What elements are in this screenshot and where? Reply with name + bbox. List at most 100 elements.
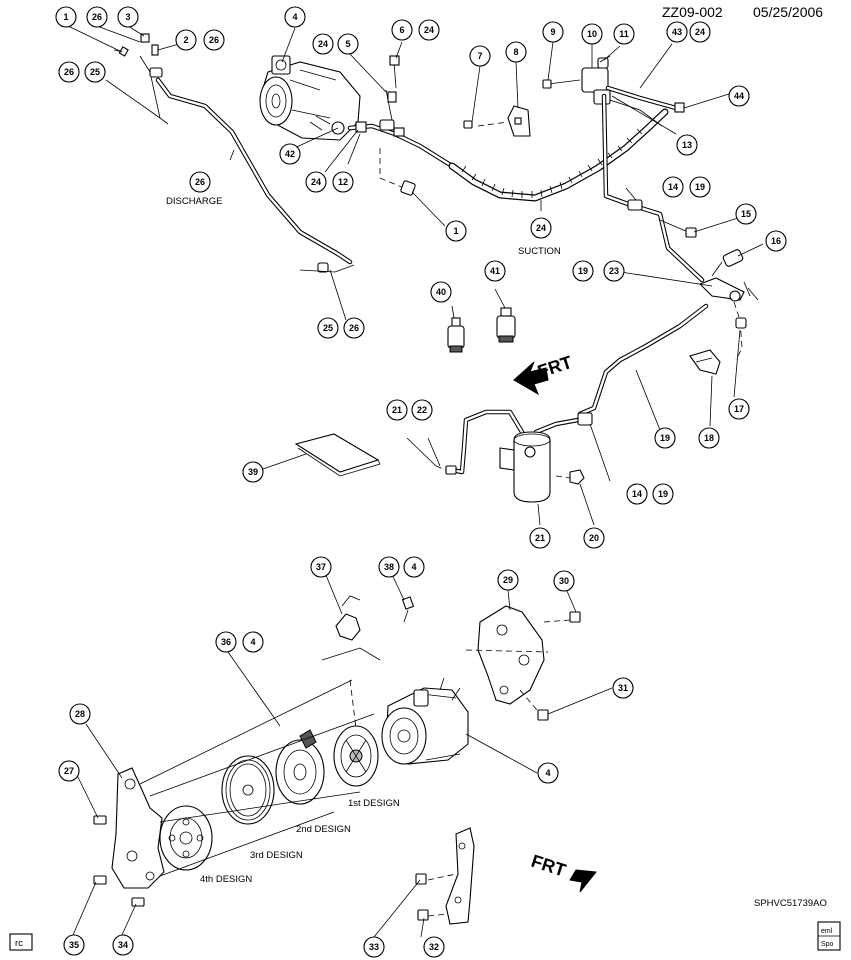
svg-text:5: 5 [345,39,350,49]
svg-text:4: 4 [411,562,416,572]
callout: 25 [84,61,106,83]
suction-hose [347,55,669,202]
svg-text:21: 21 [535,533,545,543]
callout: 19 [654,427,676,449]
svg-text:24: 24 [424,25,434,35]
callout: 4 [537,762,559,784]
design-2-caption: 2nd DESIGN [296,824,351,835]
callout: 13 [676,134,698,156]
callout: 1 [55,6,77,28]
callout: 1 [445,220,467,242]
svg-text:14: 14 [668,182,678,192]
svg-text:1: 1 [63,12,68,22]
svg-text:25: 25 [323,323,333,333]
callout: 42 [279,143,301,165]
svg-text:22: 22 [417,405,427,415]
callout: 31 [612,677,634,699]
callout: 19 [572,260,594,282]
svg-text:27: 27 [64,766,74,776]
insulation-pad [294,433,381,477]
callout: 2 [175,29,197,51]
callout: 15 [735,203,757,225]
frt-label-upper: FRT [535,352,574,382]
callout: 26 [58,61,80,83]
callout: 16 [765,230,787,252]
svg-text:24: 24 [311,177,321,187]
lower-assembly: FRT [93,595,597,925]
svg-text:16: 16 [771,236,781,246]
svg-text:15: 15 [741,209,751,219]
svg-text:rc: rc [15,938,23,949]
callout: 22 [411,399,433,421]
figure-id: SPHVC51739AO [754,898,827,909]
svg-text:44: 44 [734,91,744,101]
callout: 24 [305,171,327,193]
pressure-switches [447,307,516,353]
design-3-caption: 3rd DESIGN [250,850,303,861]
callout: 43 [666,21,688,43]
svg-text:39: 39 [248,467,258,477]
svg-text:26: 26 [209,35,219,45]
svg-text:26: 26 [349,323,359,333]
callout: 41 [484,260,506,282]
callout: 12 [332,171,354,193]
corner-logo-right: eml Spo [817,921,841,951]
callout: 18 [698,427,720,449]
svg-text:30: 30 [559,576,569,586]
svg-text:9: 9 [550,27,555,37]
design-4-caption: 4th DESIGN [200,874,252,885]
clutch-sensor [321,595,415,661]
compressor-bracket [465,605,581,721]
callout: 35 [63,934,85,956]
compressor-lower [381,677,469,765]
callout: 10 [581,23,603,45]
svg-text:21: 21 [392,405,402,415]
callout: 20 [583,527,605,549]
svg-text:32: 32 [429,942,439,952]
svg-text:1: 1 [453,226,458,236]
svg-text:40: 40 [436,287,446,297]
callout: 21 [529,527,551,549]
svg-text:42: 42 [285,149,295,159]
svg-text:Spo: Spo [821,941,834,948]
svg-text:18: 18 [704,433,714,443]
svg-text:3: 3 [125,12,130,22]
callout: 28 [69,703,91,725]
svg-text:36: 36 [221,637,231,647]
callout: 26 [203,29,225,51]
callout: 40 [430,281,452,303]
callout: 30 [553,570,575,592]
svg-text:4: 4 [292,12,297,22]
callout: 4 [242,631,264,653]
callout: 44 [728,85,750,107]
suction-caption: SUCTION [518,246,561,257]
callout: 34 [112,934,134,956]
callout: 39 [242,461,264,483]
svg-text:26: 26 [64,67,74,77]
callout: 14 [662,176,684,198]
callout: 24 [312,33,334,55]
bracket-8 [463,105,531,137]
mount-bracket-28 [93,767,165,907]
callout-leaders [65,24,764,938]
svg-text:25: 25 [90,67,100,77]
callout: 11 [613,23,635,45]
callout: 24 [530,217,552,239]
svg-text:19: 19 [695,182,705,192]
corner-box-left: rc [9,933,33,951]
svg-text:37: 37 [316,562,326,572]
callout: 9 [542,21,564,43]
svg-text:24: 24 [536,223,546,233]
svg-text:43: 43 [672,27,682,37]
svg-text:24: 24 [318,39,328,49]
svg-text:6: 6 [399,25,404,35]
svg-text:7: 7 [477,51,482,61]
frt-arrow-upper: FRT [513,352,575,396]
svg-text:19: 19 [658,489,668,499]
compressor-upper [259,55,361,141]
svg-text:24: 24 [695,27,705,37]
svg-text:34: 34 [118,940,128,950]
callout: 5 [337,33,359,55]
svg-text:26: 26 [195,177,205,187]
